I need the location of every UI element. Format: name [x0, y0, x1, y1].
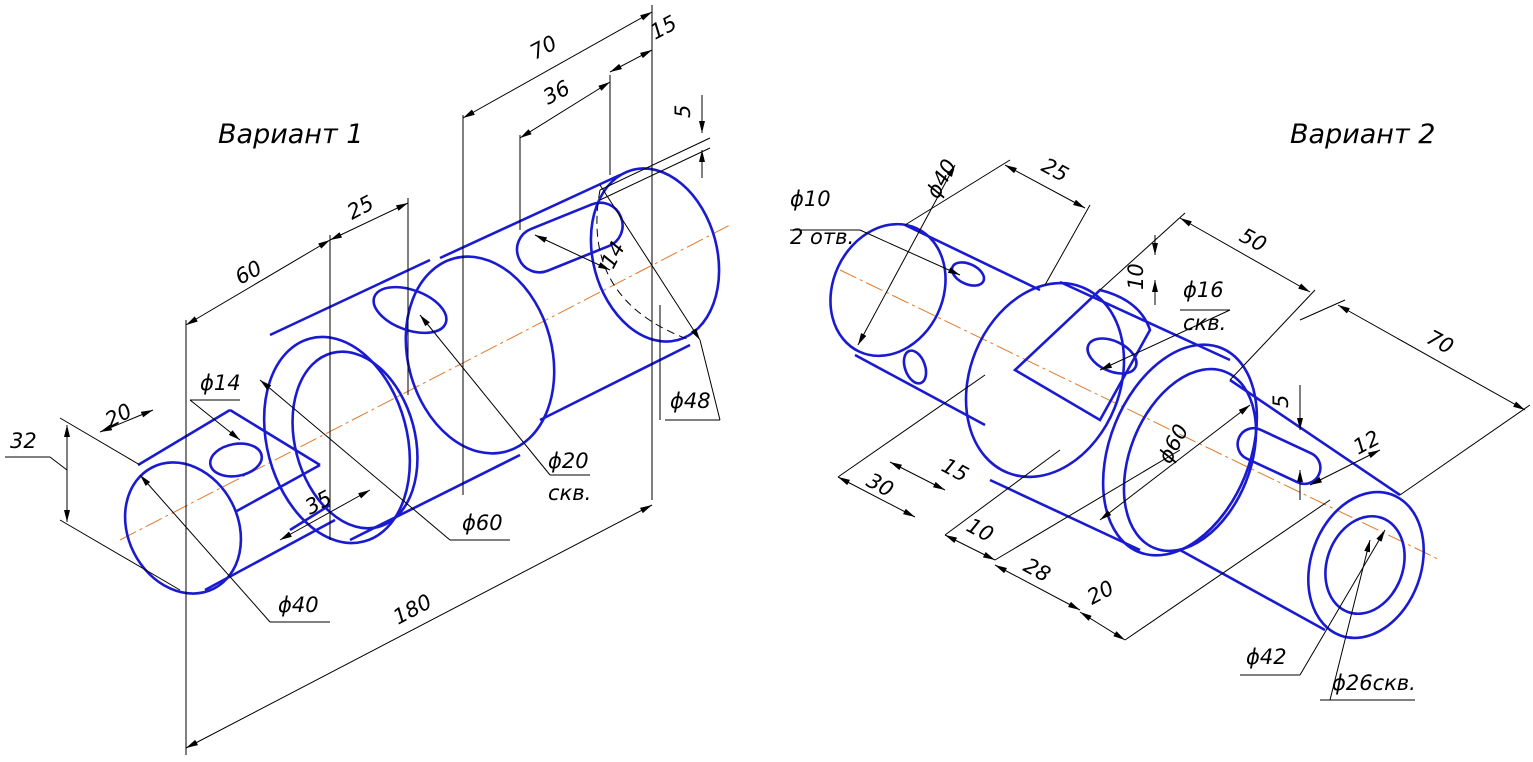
v2-right-end	[1307, 490, 1425, 640]
v1-dim-32: 32	[10, 429, 37, 453]
variant-2-title: Вариант 2	[1290, 119, 1435, 150]
v2-dim-10-hole-note: 2 отв.	[790, 225, 854, 249]
v2-dim-60: ϕ60	[1153, 420, 1193, 467]
v1-dim-48: ϕ48	[670, 389, 711, 413]
v1-dim-20-hole: ϕ20	[548, 449, 589, 473]
v2-dim-10: 10	[1124, 263, 1148, 290]
v2-dim-16-note: скв.	[1183, 311, 1226, 335]
v1-dim-14-hole: ϕ14	[200, 371, 241, 395]
v2-dim-10-hole: ϕ10	[790, 187, 831, 211]
v1-dim-20: 20	[101, 399, 136, 433]
v2-dim-28: 28	[1020, 553, 1055, 587]
v1-dim-60-dia: ϕ60	[462, 511, 503, 535]
v1-dimension-lines	[5, 5, 721, 755]
v1-main-body	[372, 173, 691, 455]
v1-dim-36: 36	[539, 76, 574, 110]
v1-dim-5: 5	[671, 105, 695, 118]
v2-dim-16: ϕ16	[1183, 278, 1224, 302]
v1-main-axis	[119, 224, 731, 541]
v2-dim-25: 25	[1038, 153, 1073, 187]
v1-dim-15: 15	[646, 11, 681, 45]
v1-dim-60: 60	[231, 256, 266, 290]
v2-dim-50: 50	[1236, 223, 1271, 257]
variant-1-drawing: Вариант 1	[5, 5, 731, 755]
v1-dim-40-dia: ϕ40	[278, 593, 319, 617]
v1-dim-14: 14	[596, 237, 630, 272]
v1-dim-70: 70	[526, 31, 561, 65]
v2-dim-70: 70	[1423, 325, 1458, 359]
variant-1-title: Вариант 1	[218, 119, 363, 150]
v2-dim-20: 20	[1083, 576, 1118, 610]
variant-2-drawing: Вариант 2	[790, 119, 1531, 701]
v2-dim-26: ϕ26скв.	[1332, 671, 1416, 695]
v2-dim-42: ϕ42	[1246, 645, 1287, 669]
v1-left-shaft	[123, 408, 336, 595]
v2-dim-12: 12	[1349, 426, 1384, 460]
v2-dim-5: 5	[1269, 395, 1293, 408]
v2-dim-15: 15	[938, 453, 973, 487]
v2-dimension-lines	[790, 159, 1531, 701]
v2-middle-body	[964, 280, 1231, 552]
v1-dim-20-hole-note: скв.	[548, 481, 591, 505]
v2-dim-40: ϕ40	[921, 155, 961, 202]
v1-dim-180: 180	[389, 589, 436, 629]
v2-dim-30: 30	[863, 468, 898, 502]
